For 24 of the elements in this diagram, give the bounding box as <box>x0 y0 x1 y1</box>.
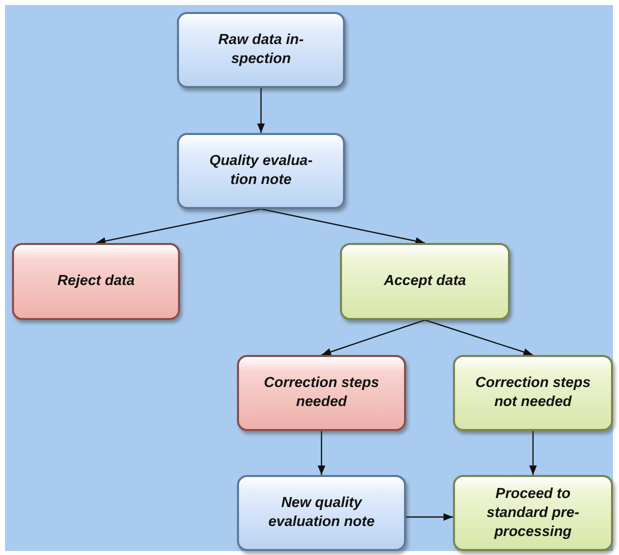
process-box <box>237 355 406 431</box>
box-label: Reject data <box>57 272 135 291</box>
process-box <box>453 475 613 551</box>
arrow <box>96 208 262 245</box>
process-box <box>237 475 406 551</box>
process-box <box>340 243 510 320</box>
box-label: New quality evaluation note <box>267 494 376 532</box>
process-box <box>453 355 613 431</box>
arrow <box>260 208 426 245</box>
box-label: Raw data in-spection <box>217 31 305 69</box>
box-label: Quality evalua-tion note <box>208 152 314 190</box>
process-box <box>177 133 345 209</box>
arrow <box>318 431 326 475</box>
process-box <box>177 12 345 88</box>
arrow <box>406 513 453 521</box>
box-label: Proceed to standard pre-processing <box>486 484 580 542</box>
box-label: Accept data <box>384 272 466 291</box>
box-label: Correction steps needed <box>262 374 380 412</box>
arrow <box>257 88 265 133</box>
box-label: Correction steps not needed <box>474 374 592 412</box>
arrow <box>424 319 534 356</box>
process-box <box>12 243 180 320</box>
arrow <box>529 431 537 475</box>
arrow <box>321 319 426 356</box>
